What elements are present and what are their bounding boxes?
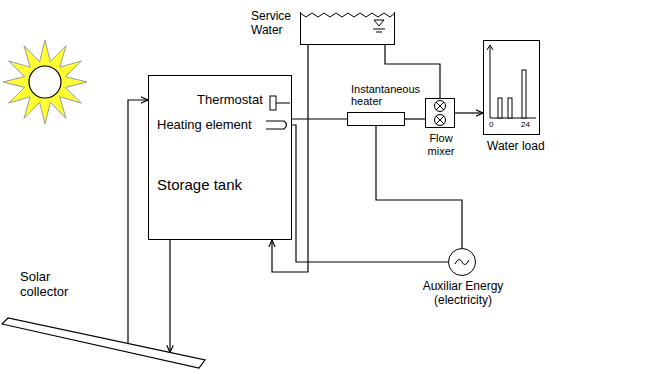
water-level-line — [373, 29, 385, 30]
water-load-chart: 024Water load — [483, 40, 540, 135]
axis-tick: 0 — [489, 120, 493, 129]
valve-symbol — [435, 101, 446, 112]
load-bar — [498, 98, 502, 118]
auxiliary-label: Auxiliar Energy (electricity) — [413, 280, 513, 308]
source-wave — [455, 259, 469, 264]
pipe-connector — [128, 100, 148, 344]
valve-symbol — [435, 115, 446, 126]
heating-element-label: Heating element — [157, 118, 252, 133]
pipe-connector — [292, 118, 347, 119]
thermostat-label: Thermostat — [197, 93, 263, 108]
valve-cross — [436, 102, 444, 110]
axis-tick: 24 — [521, 120, 530, 129]
tank-label: Storage tank — [157, 176, 242, 193]
service-water-tank: Service Water — [300, 12, 395, 45]
pipe-connector — [405, 118, 425, 119]
storage-tank: ThermostatHeating elementStorage tank — [148, 75, 292, 240]
pipe-connector — [455, 112, 483, 113]
pipe-connector — [272, 45, 308, 272]
pipe-connector — [376, 126, 462, 248]
sun-rays — [3, 40, 87, 124]
instantaneous-heater: Instantaneous heater — [347, 112, 405, 126]
collector-panel — [2, 318, 205, 368]
water-load-label: Water load — [487, 140, 545, 154]
heating-element-symbol — [266, 121, 287, 129]
heater-label: Instantaneous heater — [351, 83, 433, 108]
load-bar — [508, 98, 512, 118]
auxiliary-source: Auxiliar Energy (electricity) — [448, 248, 476, 276]
water-level-line — [376, 32, 382, 33]
sun-disc — [29, 66, 61, 98]
valve-cross — [436, 116, 444, 124]
mixer-label: Flow mixer — [418, 132, 464, 157]
pipe-connector — [292, 125, 448, 262]
chart-x-axis — [490, 118, 536, 119]
solar-collector: Solar collector — [2, 318, 205, 368]
thermostat-symbol — [270, 96, 276, 110]
flow-mixer: Flow mixer — [425, 98, 455, 128]
load-bar — [522, 70, 526, 118]
pipe-connector — [169, 240, 170, 353]
thermostat-lead — [276, 103, 290, 104]
collector-label: Solar collector — [20, 270, 82, 300]
water-level-mark — [374, 20, 384, 26]
service-water-label: Service Water — [251, 10, 297, 38]
water-surface — [300, 13, 395, 17]
chart-y-axis — [487, 45, 493, 118]
